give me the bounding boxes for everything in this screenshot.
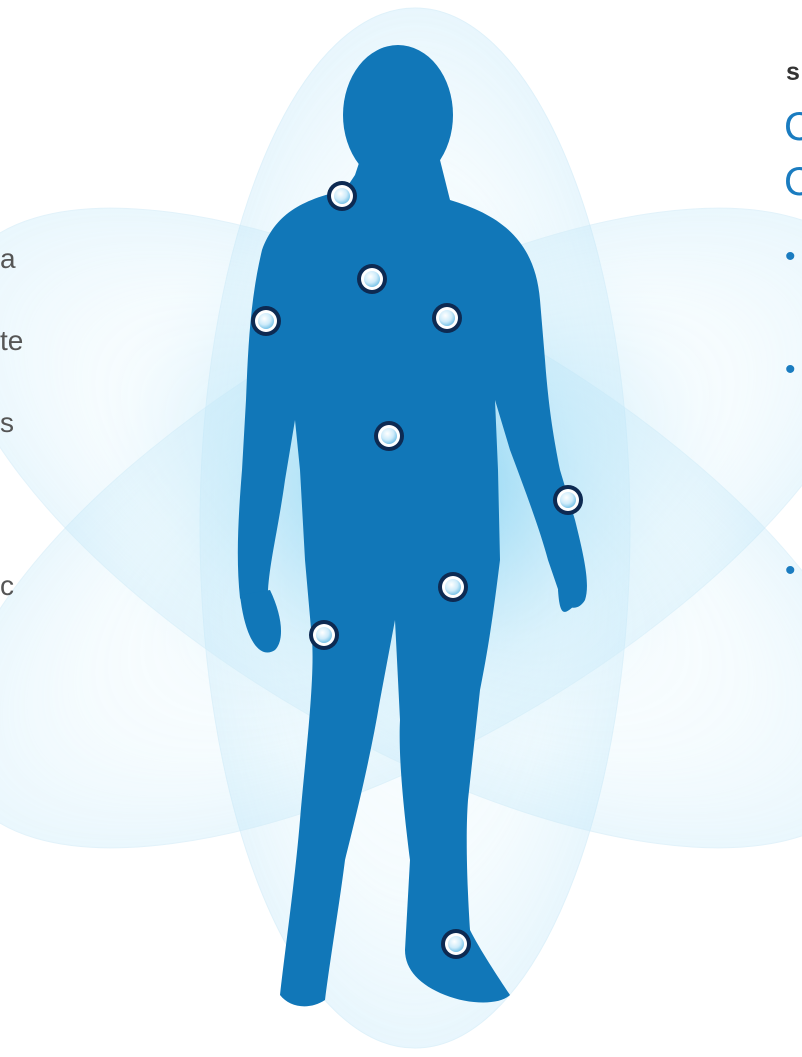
sensor-shoulder-right[interactable] (251, 306, 281, 336)
left-text-fragment: c (0, 572, 14, 600)
sensor-chest-right[interactable] (432, 303, 462, 333)
left-text-fragment: s (0, 409, 14, 437)
right-bullet: • (785, 556, 796, 586)
right-bullet: • (785, 355, 796, 385)
sensor-chest-left[interactable] (357, 264, 387, 294)
sensor-hand-right[interactable] (309, 620, 339, 650)
sensor-ankle[interactable] (441, 929, 471, 959)
right-title-line-1: C (784, 107, 802, 147)
sensor-thigh-left[interactable] (438, 572, 468, 602)
sensor-wrist-left[interactable] (553, 485, 583, 515)
sensor-neck[interactable] (327, 181, 357, 211)
left-text-fragment: a (0, 245, 16, 273)
right-title-line-2: C (784, 162, 802, 202)
sensor-abdomen[interactable] (374, 421, 404, 451)
right-heading: s (786, 58, 800, 87)
right-bullet: • (785, 242, 796, 272)
left-text-fragment: te (0, 327, 23, 355)
